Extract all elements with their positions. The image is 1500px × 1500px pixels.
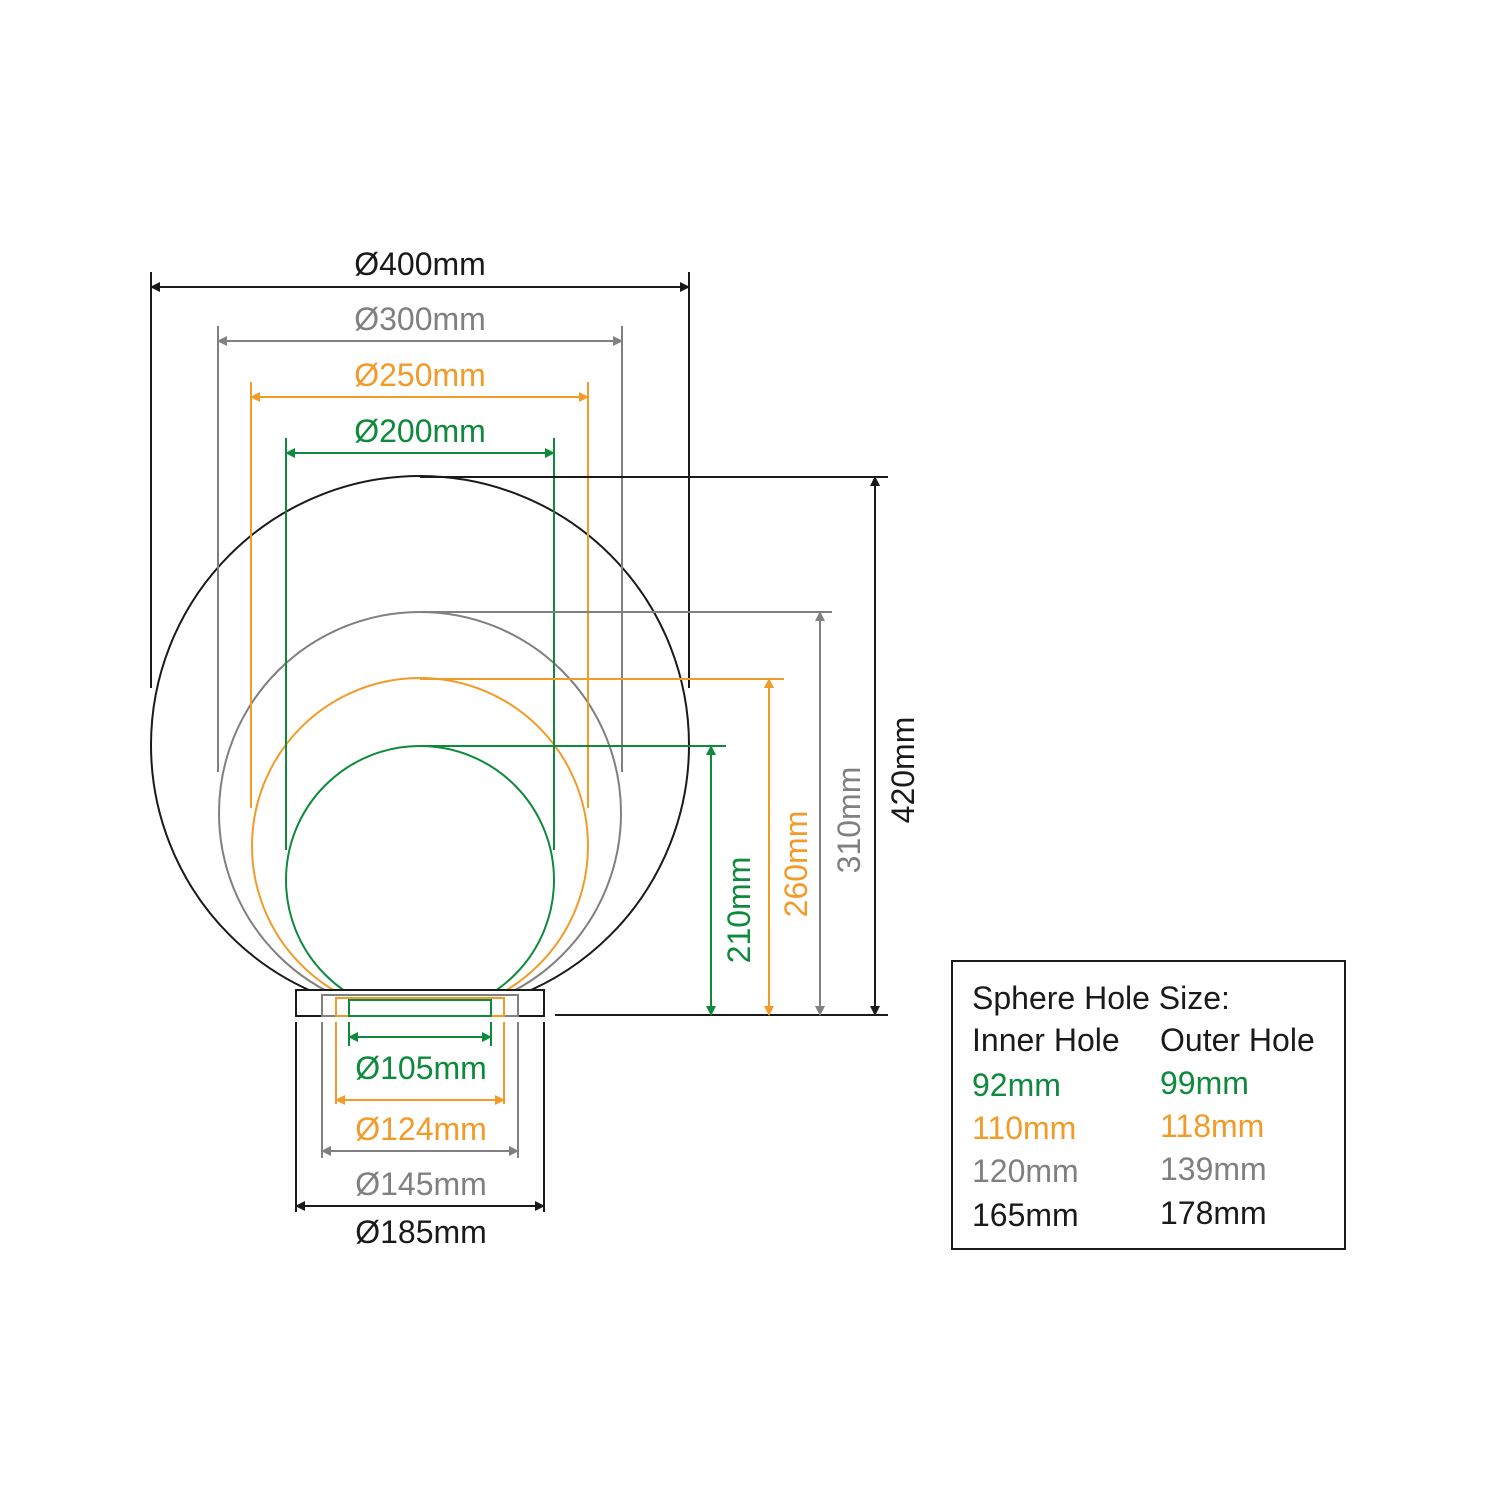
legend-outer-value: 118mm xyxy=(1160,1108,1265,1144)
hole-size-legend: Sphere Hole Size: Inner Hole Outer Hole … xyxy=(951,960,1346,1250)
height-210-label: 210mm xyxy=(721,857,757,964)
legend-inner-header: Inner Hole xyxy=(972,1022,1120,1058)
legend-outer-value: 139mm xyxy=(1160,1151,1267,1187)
legend-outer-value: 178mm xyxy=(1160,1195,1267,1231)
legend-inner-value: 165mm xyxy=(972,1197,1079,1233)
legend-inner-value: 92mm xyxy=(972,1067,1061,1103)
sphere-diameter-400-label: Ø400mm xyxy=(354,246,486,282)
sphere-200-outline xyxy=(285,745,555,1015)
height-420-label: 420mm xyxy=(885,717,921,824)
sphere-diameter-250-label: Ø250mm xyxy=(354,357,486,393)
height-260-label: 260mm xyxy=(778,811,814,918)
legend-inner-value: 110mm xyxy=(972,1110,1077,1146)
base-diameter-105-label: Ø105mm xyxy=(355,1050,487,1086)
base-diameter-185-label: Ø185mm xyxy=(355,1214,487,1250)
sphere-250-outline xyxy=(251,677,589,1015)
legend-title: Sphere Hole Size: xyxy=(972,980,1230,1016)
sphere-diameter-200-label: Ø200mm xyxy=(354,413,486,449)
base-diameter-145-label: Ø145mm xyxy=(355,1166,487,1202)
base-diameter-124-label: Ø124mm xyxy=(355,1111,487,1147)
legend-outer-header: Outer Hole xyxy=(1160,1022,1315,1058)
sphere-diameter-extension-lines xyxy=(150,272,690,850)
base-neck-105 xyxy=(348,999,492,1017)
base-diameter-extension-lines xyxy=(295,1022,545,1212)
sphere-diameter-300-label: Ø300mm xyxy=(354,301,486,337)
sphere-300-outline xyxy=(218,611,622,1015)
height-extension-lines xyxy=(420,476,888,1016)
legend-inner-value: 120mm xyxy=(972,1153,1079,1189)
legend-outer-value: 99mm xyxy=(1160,1065,1249,1101)
height-310-label: 310mm xyxy=(831,767,867,874)
